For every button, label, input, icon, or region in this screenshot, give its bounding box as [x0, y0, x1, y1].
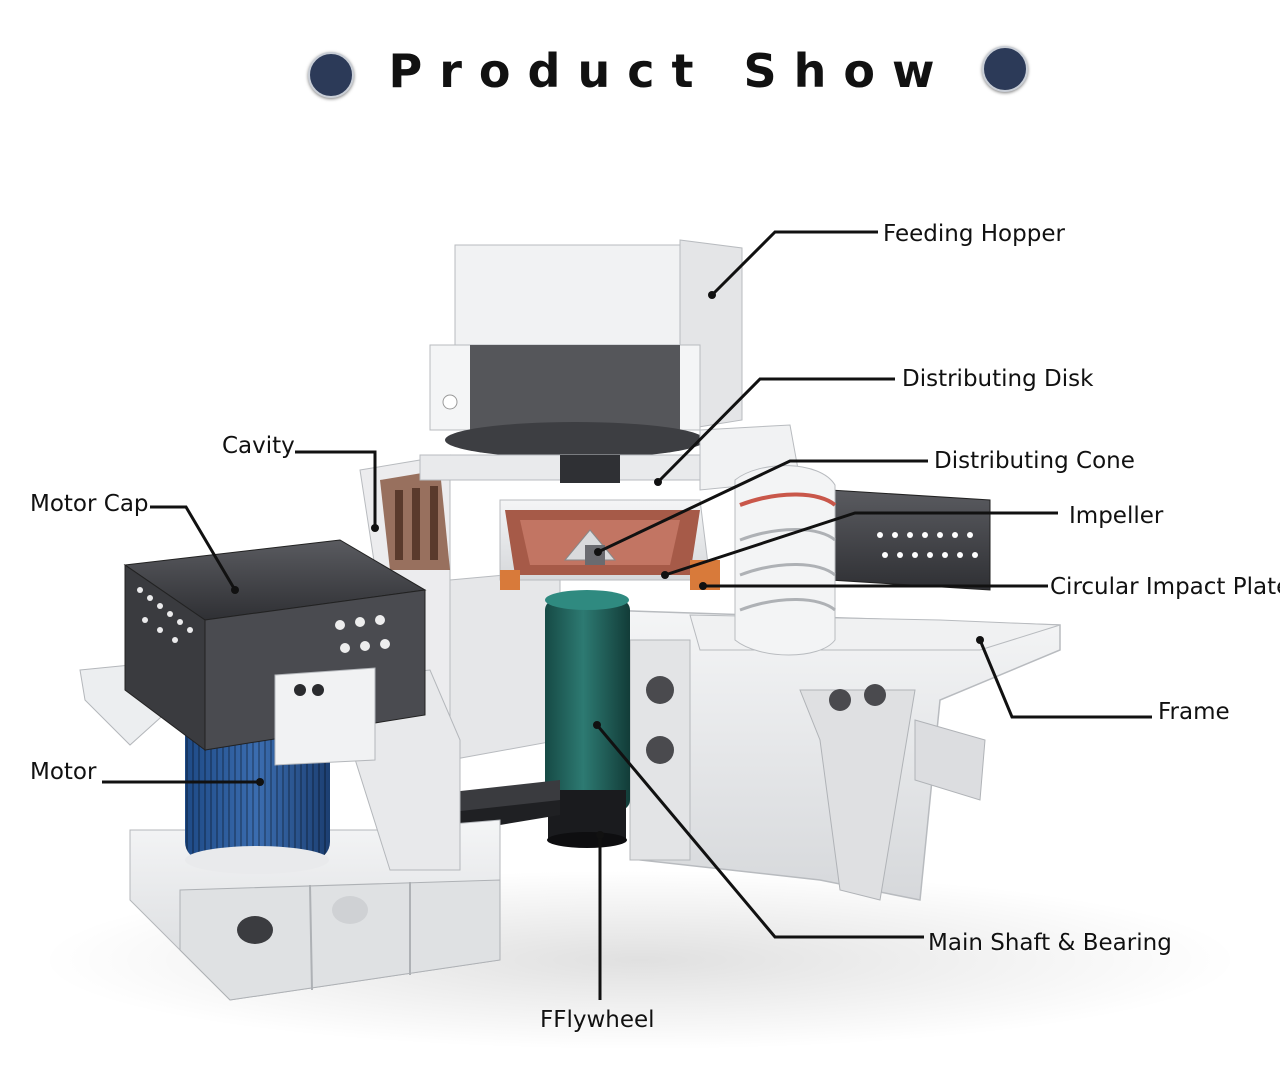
leader-frame — [978, 639, 1152, 719]
label-distributing-cone: Distributing Cone — [934, 448, 1135, 474]
label-feeding-hopper: Feeding Hopper — [883, 221, 1065, 247]
label-main-shaft-bearing: Main Shaft & Bearing — [928, 930, 1172, 956]
label-motor: Motor — [30, 759, 97, 785]
label-frame: Frame — [1158, 699, 1230, 725]
label-impeller: Impeller — [1069, 503, 1164, 529]
frame-right — [599, 609, 1061, 901]
label-distributing-disk: Distributing Disk — [902, 366, 1094, 392]
leader-main-shaft — [595, 724, 924, 939]
leader-distributing-cone — [597, 459, 928, 554]
leader-dots — [231, 291, 984, 839]
feeding-hopper — [419, 239, 743, 481]
motor-cap-right — [829, 489, 991, 591]
label-cavity: Cavity — [222, 433, 295, 459]
label-flywheel: FFlywheel — [540, 1007, 655, 1033]
page-title: Product Show — [388, 44, 952, 98]
leader-motor-cap — [150, 505, 237, 591]
leader-distributing-disk — [656, 377, 895, 484]
left-bullet-icon — [308, 52, 354, 98]
leader-impeller — [664, 511, 1058, 577]
main-shaft — [545, 590, 630, 848]
right-bullet-icon — [982, 46, 1028, 92]
leader-feeding-hopper — [710, 230, 878, 297]
leader-lines — [102, 230, 1152, 1000]
leader-cavity — [295, 450, 377, 528]
impact-plates — [699, 424, 837, 656]
label-motor-cap: Motor Cap — [30, 491, 149, 517]
motor-cap-left — [123, 539, 427, 766]
label-circular-impact-plate: Circular Impact Plate — [1050, 574, 1280, 600]
page-header: Product Show — [0, 36, 1280, 106]
